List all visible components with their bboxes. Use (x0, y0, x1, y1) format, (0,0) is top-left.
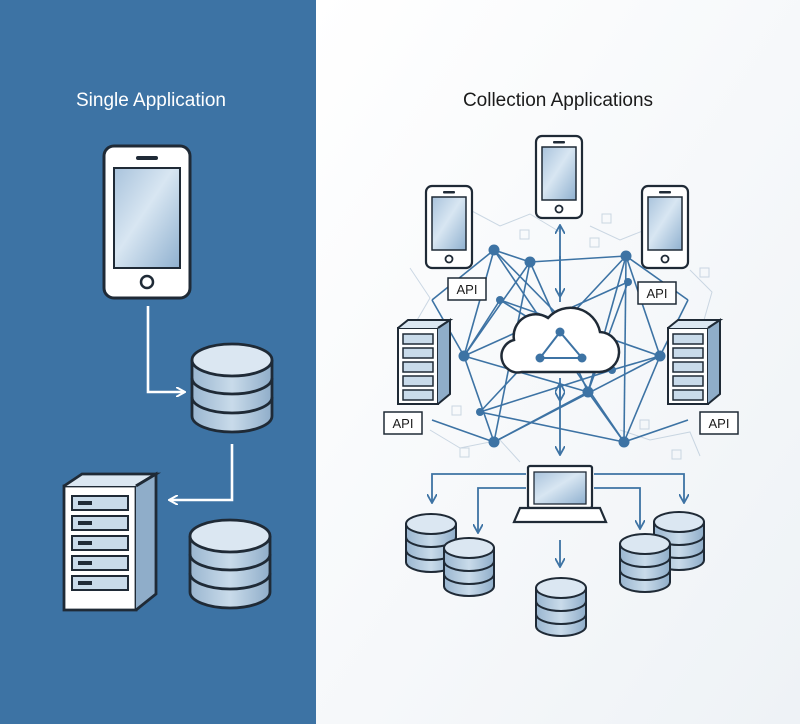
smartphone-icon (640, 184, 690, 270)
cloud-icon (500, 306, 621, 374)
flow-arrow (146, 306, 234, 500)
api-label: API (647, 286, 668, 301)
background-network (409, 209, 713, 463)
database-icon (443, 537, 495, 597)
database-icon (190, 342, 274, 434)
left-panel-title: Single Application (76, 90, 226, 111)
server-rack-icon (62, 472, 158, 612)
api-label: API (393, 416, 414, 431)
right-panel-title: Collection Applications (463, 90, 653, 111)
network-link (431, 249, 689, 443)
database-icon (619, 533, 671, 593)
api-tag: API (383, 411, 423, 435)
flow-arrow (432, 473, 684, 566)
server-rack-icon (397, 319, 451, 405)
api-label: API (709, 416, 730, 431)
server-rack-icon (667, 319, 721, 405)
smartphone-icon (424, 184, 474, 270)
api-label: API (457, 282, 478, 297)
network-node (458, 244, 666, 448)
laptop-icon (512, 464, 608, 524)
smartphone-icon (102, 144, 192, 300)
api-tag: API (447, 277, 487, 301)
database-icon (188, 518, 272, 610)
database-icon (535, 577, 587, 637)
smartphone-icon (534, 134, 584, 220)
api-tag: API (637, 281, 677, 305)
api-tag: API (699, 411, 739, 435)
